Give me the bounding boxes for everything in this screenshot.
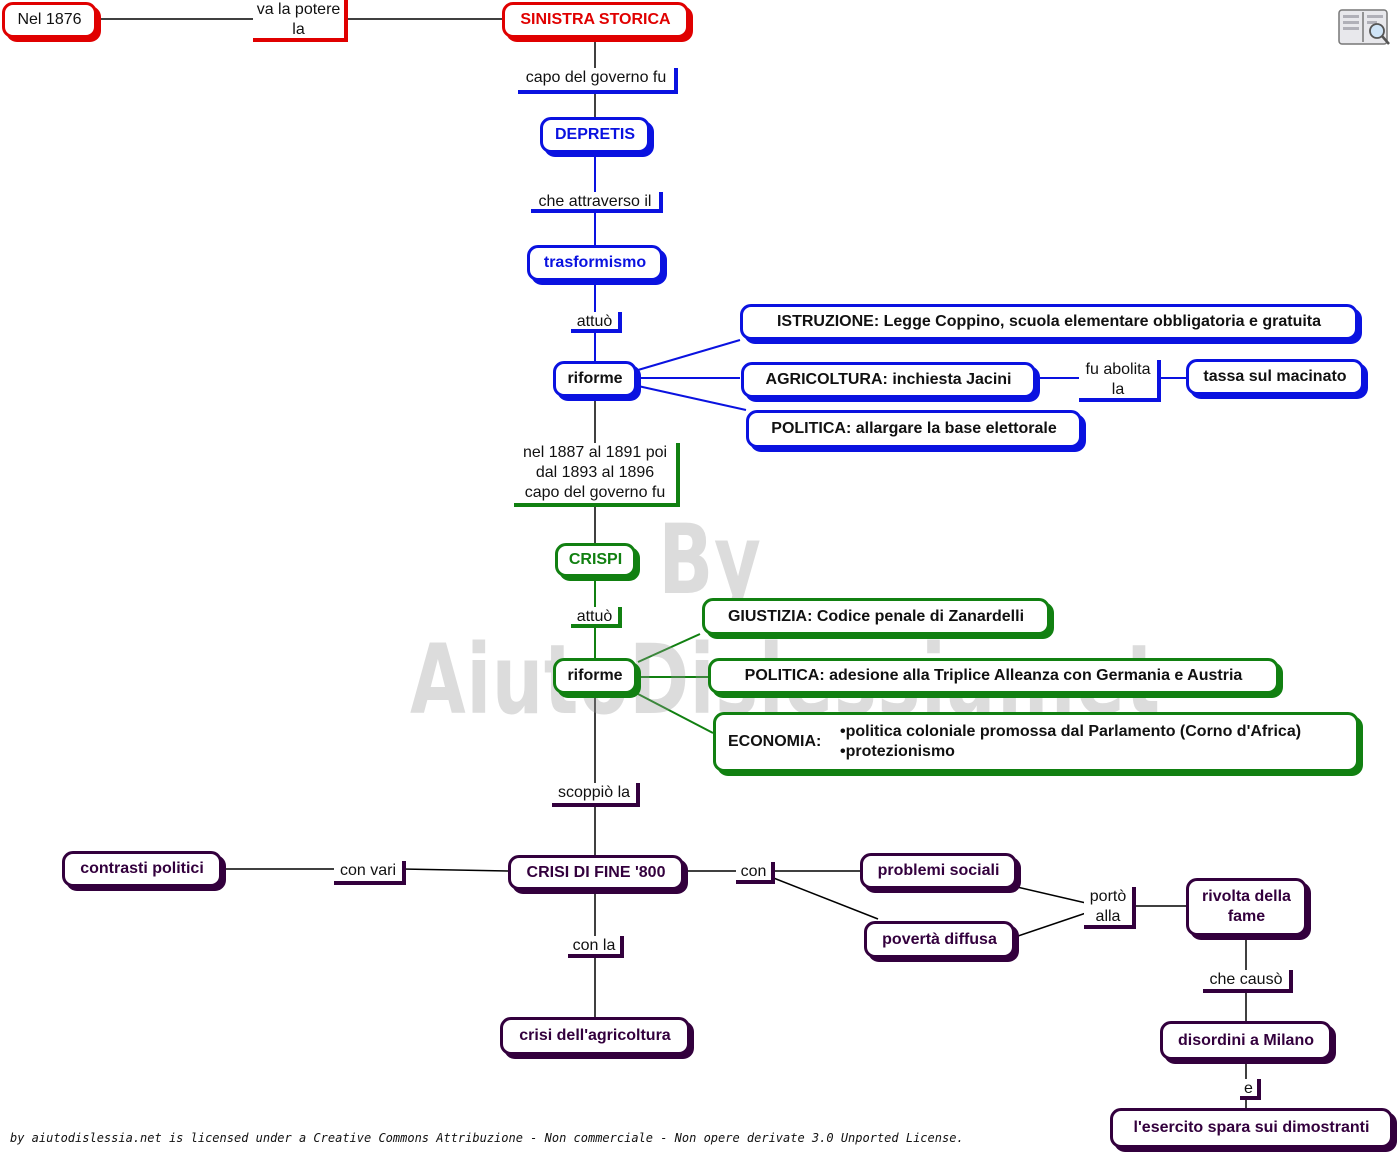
node-nel-1876[interactable]: Nel 1876	[2, 2, 97, 38]
node-sinistra-storica[interactable]: SINISTRA STORICA	[502, 2, 689, 38]
economia-item-text: protezionismo	[845, 743, 955, 760]
link-con-la: con la	[568, 936, 624, 958]
node-esercito[interactable]: l'esercito spara sui dimostranti	[1110, 1108, 1393, 1148]
license-footer: by aiutodislessia.net is licensed under …	[10, 1131, 964, 1145]
link-con-vari: con vari	[334, 861, 406, 885]
economia-list: •politica coloniale promossa dal Parlame…	[840, 722, 1301, 762]
economia-item: •politica coloniale promossa dal Parlame…	[840, 723, 1302, 740]
node-riforme-2[interactable]: riforme	[553, 658, 637, 694]
node-trasformismo[interactable]: trasformismo	[527, 245, 663, 281]
link-attuo-1: attuò	[571, 312, 622, 333]
node-disordini-milano[interactable]: disordini a Milano	[1160, 1021, 1332, 1060]
book-magnifier-icon	[1337, 6, 1393, 48]
link-e: e	[1240, 1079, 1261, 1100]
node-crisi-agricoltura[interactable]: crisi dell'agricoltura	[500, 1017, 690, 1055]
link-va-potere: va la potere la	[253, 0, 348, 42]
node-politica-triplice[interactable]: POLITICA: adesione alla Triplice Alleanz…	[708, 658, 1279, 694]
economia-heading: ECONOMIA:	[728, 733, 822, 750]
node-problemi-sociali[interactable]: problemi sociali	[860, 853, 1017, 889]
node-agricoltura-jacini[interactable]: AGRICOLTURA: inchiesta Jacini	[741, 362, 1036, 398]
link-attuo-2: attuò	[571, 607, 622, 628]
node-politica-elettorale[interactable]: POLITICA: allargare la base elettorale	[746, 410, 1082, 448]
link-scoppio: scoppiò la	[552, 783, 640, 807]
link-porto-alla: portò alla	[1084, 887, 1136, 929]
node-crispi[interactable]: CRISPI	[555, 543, 636, 577]
link-con: con	[736, 862, 775, 884]
node-rivolta-fame[interactable]: rivolta della fame	[1186, 878, 1307, 936]
node-istruzione[interactable]: ISTRUZIONE: Legge Coppino, scuola elemen…	[740, 304, 1358, 340]
node-poverta-diffusa[interactable]: povertà diffusa	[864, 921, 1015, 958]
node-depretis[interactable]: DEPRETIS	[540, 117, 650, 153]
node-riforme-1[interactable]: riforme	[553, 361, 637, 397]
economia-item-text: politica coloniale promossa dal Parlamen…	[845, 723, 1302, 740]
link-che-attraverso: che attraverso il	[531, 192, 663, 213]
link-capo-governo-1: capo del governo fu	[518, 68, 678, 94]
node-tassa-macinato[interactable]: tassa sul macinato	[1186, 359, 1364, 395]
node-economia[interactable]: ECONOMIA: •politica coloniale promossa d…	[713, 712, 1359, 772]
node-contrasti-politici[interactable]: contrasti politici	[62, 851, 222, 887]
link-fu-abolita: fu abolita la	[1079, 360, 1161, 402]
economia-item: •protezionismo	[840, 743, 955, 760]
link-che-causo: che causò	[1203, 970, 1293, 993]
node-crisi-fine-800[interactable]: CRISI DI FINE '800	[508, 855, 684, 890]
node-giustizia[interactable]: GIUSTIZIA: Codice penale di Zanardelli	[702, 598, 1050, 635]
link-nel-1887: nel 1887 al 1891 poi dal 1893 al 1896 ca…	[514, 443, 680, 507]
